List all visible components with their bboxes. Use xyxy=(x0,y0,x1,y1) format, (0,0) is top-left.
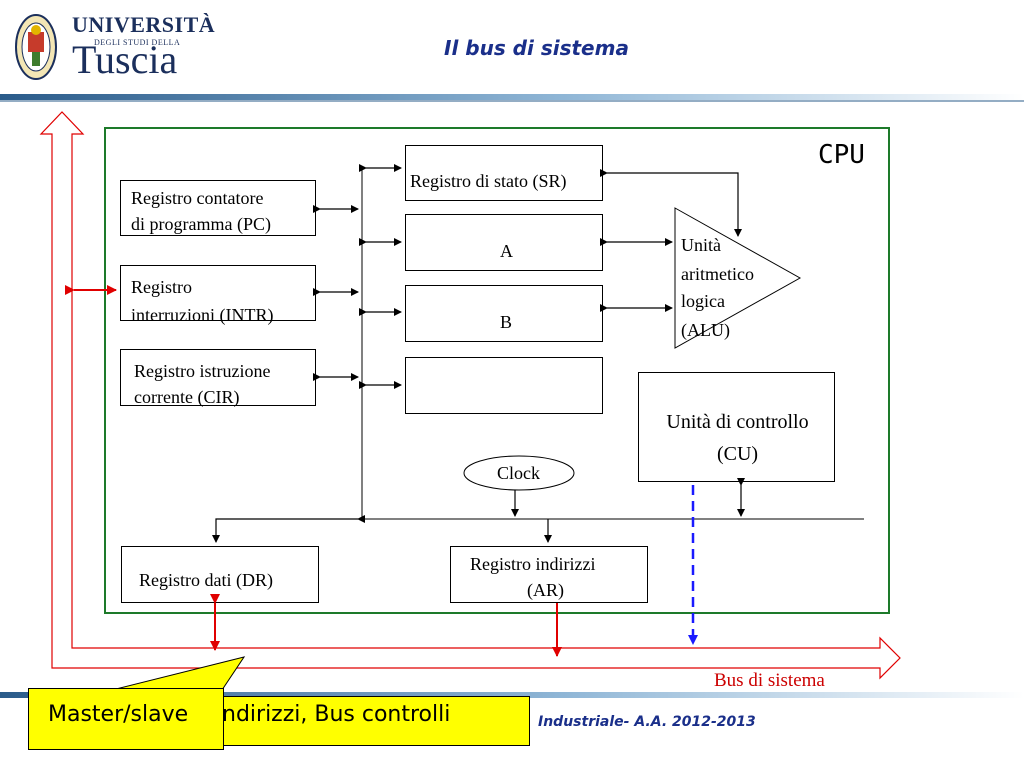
slide-title: Il bus di sistema xyxy=(444,36,629,60)
register-intr-line-1: Registro xyxy=(131,277,192,297)
callout-master-slave-text: Master/slave xyxy=(48,702,189,727)
register-b: B xyxy=(405,285,603,342)
control-unit-line-1: Unità di controllo xyxy=(666,411,809,433)
register-cir-line-1: Registro istruzione xyxy=(134,361,271,381)
system-bus-label: Bus di sistema xyxy=(714,670,825,691)
top-divider xyxy=(0,94,1024,102)
arrow-sr-alu xyxy=(600,169,742,237)
register-ar-line-2: (AR) xyxy=(527,580,564,600)
callout-bus-types-text: ndirizzi, Bus controlli xyxy=(222,702,451,727)
university-seal-icon xyxy=(15,14,57,80)
control-unit-line-2: (CU) xyxy=(716,443,759,465)
register-sr: Registro di stato (SR) xyxy=(405,145,603,201)
alu-line-2: aritmetico xyxy=(681,264,754,284)
system-bus-arrow xyxy=(39,111,901,680)
bottom-divider xyxy=(0,692,1024,698)
register-ar: Registro indirizzi (AR) xyxy=(450,546,648,603)
clock-label: Clock xyxy=(497,463,540,483)
register-dr-label: Registro dati (DR) xyxy=(139,570,273,590)
register-cir: Registro istruzione corrente (CIR) xyxy=(120,349,316,407)
logo-line-1: UNIVERSITÀ xyxy=(72,12,216,37)
register-a: A xyxy=(405,214,603,271)
register-pc-line-1: Registro contatore xyxy=(131,188,264,208)
callout-master-slave xyxy=(28,688,224,750)
logo-line-2: DEGLI STUDI DELLA xyxy=(94,38,181,47)
cpu-label: CPU xyxy=(818,140,865,170)
cpu-frame xyxy=(104,127,890,614)
alu-line-3: logica xyxy=(681,291,725,311)
alu-line-4: (ALU) xyxy=(681,320,730,340)
register-cir-line-2: corrente (CIR) xyxy=(134,387,240,407)
register-intr-line-2: interruzioni (INTR) xyxy=(131,305,274,325)
control-unit: Unità di controllo (CU) xyxy=(638,372,835,482)
register-a-label: A xyxy=(500,241,513,261)
logo-line-3: Tuscia xyxy=(72,37,178,82)
register-empty xyxy=(405,357,603,414)
register-b-label: B xyxy=(500,312,513,332)
alu-line-1: Unità xyxy=(681,235,721,255)
arrow-bus-dr xyxy=(212,515,365,543)
callout-bus-types xyxy=(222,696,530,746)
register-ar-line-1: Registro indirizzi xyxy=(470,554,596,574)
university-logo: UNIVERSITÀ DEGLI STUDI DELLA Tuscia xyxy=(14,10,215,86)
callout-pointer-front xyxy=(111,656,246,691)
register-pc: Registro contatore di programma (PC) xyxy=(120,180,316,236)
footer-text: Industriale- A.A. 2012-2013 xyxy=(538,714,756,730)
register-sr-label: Registro di stato (SR) xyxy=(410,171,567,191)
register-dr: Registro dati (DR) xyxy=(121,546,319,603)
register-pc-line-2: di programma (PC) xyxy=(131,214,271,234)
